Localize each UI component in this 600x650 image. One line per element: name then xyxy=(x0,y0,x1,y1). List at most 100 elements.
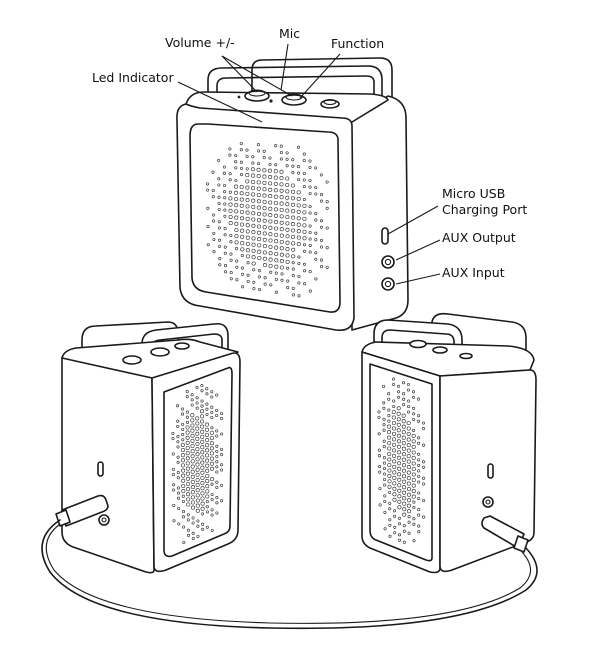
grille-dot xyxy=(195,493,200,498)
grille-dot xyxy=(200,424,205,429)
grille-dot xyxy=(319,219,324,223)
grille-dot xyxy=(391,377,396,381)
grille-dot xyxy=(285,221,290,226)
top-speaker-grille xyxy=(189,123,341,313)
grille-dot xyxy=(240,266,244,270)
grille-dot xyxy=(209,435,214,441)
grille-dot xyxy=(233,184,239,189)
grille-dot xyxy=(239,166,244,170)
grille-dot xyxy=(200,409,205,414)
grille-dot xyxy=(185,471,190,476)
grille-dot xyxy=(209,441,214,446)
grille-dot xyxy=(406,388,411,392)
grille-dot xyxy=(234,203,239,208)
grille-dot xyxy=(210,528,214,532)
grille-dot xyxy=(220,447,224,451)
grille-dot xyxy=(308,237,312,241)
grille-dot xyxy=(417,480,421,484)
grille-dot xyxy=(402,485,407,490)
grille-dot xyxy=(279,227,284,232)
grille-dot xyxy=(406,503,412,508)
grille-dot xyxy=(417,414,421,418)
grille-dot xyxy=(185,430,190,435)
grille-dot xyxy=(263,282,267,286)
grille-dot xyxy=(383,499,387,503)
grille-dot xyxy=(251,242,256,247)
grille-dot xyxy=(181,478,186,483)
grille-dot xyxy=(268,251,273,256)
grille-dot xyxy=(251,255,256,260)
grille-dot xyxy=(274,258,279,263)
grille-dot xyxy=(273,200,278,206)
grille-dot xyxy=(205,484,210,489)
grille-dot xyxy=(302,223,307,228)
grille-dot xyxy=(205,489,210,494)
grille-dot xyxy=(314,277,318,281)
grille-dot xyxy=(377,448,381,452)
grille-dot xyxy=(200,445,205,450)
grille-dot xyxy=(406,431,411,437)
grille-dot xyxy=(422,498,426,503)
grille-dot xyxy=(397,499,402,504)
grille-dot xyxy=(195,477,200,483)
grille-dot xyxy=(235,259,239,263)
grille-dot xyxy=(411,466,416,472)
grille-dot xyxy=(200,404,204,408)
grille-dot xyxy=(302,210,307,215)
grille-dot xyxy=(209,430,214,435)
grille-dot xyxy=(217,201,221,205)
grille-dot xyxy=(406,448,411,453)
grille-dot xyxy=(325,226,329,230)
grille-dot xyxy=(378,486,382,491)
grille-dot xyxy=(256,218,262,223)
grille-dot xyxy=(325,265,329,269)
grille-dot xyxy=(268,175,273,180)
grille-dot xyxy=(392,399,396,403)
grille-dot xyxy=(273,188,278,193)
grille-dot xyxy=(303,282,307,286)
grille-dot xyxy=(411,433,416,438)
grille-dot xyxy=(234,196,239,202)
grille-dot xyxy=(308,211,312,215)
grille-dot xyxy=(256,224,262,229)
grille-dot xyxy=(279,188,284,193)
grille-dot xyxy=(262,206,267,211)
grille-dot xyxy=(190,490,195,495)
grille-dot xyxy=(297,177,301,182)
grille-dot xyxy=(186,487,191,492)
grille-dot xyxy=(185,466,190,471)
grille-dot xyxy=(186,492,191,497)
grille-dot xyxy=(186,518,190,522)
grille-dot xyxy=(240,254,244,258)
grille-dot xyxy=(251,186,256,191)
grille-dot xyxy=(401,424,406,429)
left-speaker-side-panel xyxy=(61,357,155,574)
grille-dot xyxy=(215,429,219,433)
grille-dot xyxy=(422,476,426,480)
grille-dot xyxy=(220,468,224,472)
grille-dot xyxy=(382,466,387,471)
grille-dot xyxy=(223,190,227,194)
grille-dot xyxy=(180,442,185,447)
grille-dot xyxy=(180,407,185,411)
grille-dot xyxy=(296,242,301,247)
grille-dot xyxy=(412,417,416,421)
grille-dot xyxy=(200,414,205,419)
grille-dot xyxy=(190,474,195,479)
grille-dot xyxy=(268,219,273,224)
grille-dot xyxy=(212,231,216,235)
grille-dot xyxy=(190,433,195,438)
grille-dot xyxy=(209,446,214,451)
grille-dot xyxy=(286,286,290,290)
grille-dot xyxy=(177,506,181,511)
grille-dot xyxy=(274,163,278,167)
grille-dot xyxy=(382,384,386,388)
grille-dot xyxy=(251,204,256,210)
grille-dot xyxy=(411,489,416,494)
grille-dot xyxy=(279,259,284,264)
grille-dot xyxy=(256,186,261,191)
grille-dot xyxy=(220,432,224,436)
grille-dot xyxy=(397,390,401,394)
grille-dot xyxy=(382,423,386,427)
grille-dot xyxy=(211,195,215,199)
